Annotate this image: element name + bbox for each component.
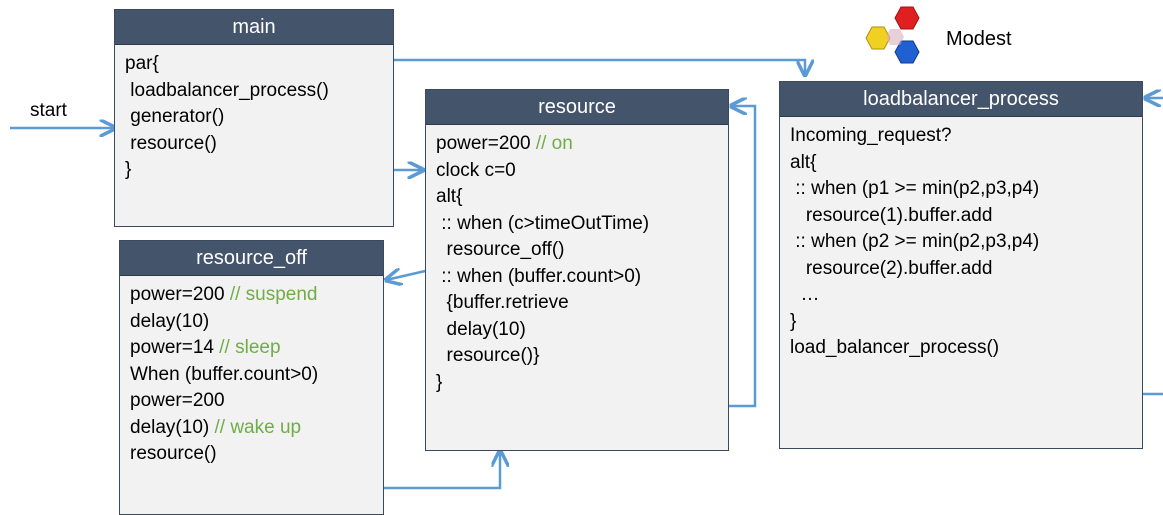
loadbalancer-process-box-title: loadbalancer_process: [780, 82, 1142, 117]
code-line: resource(): [130, 441, 373, 468]
code-line: delay(10): [436, 317, 718, 344]
code-text: Incoming_request?: [790, 125, 952, 146]
code-line: power=200: [130, 388, 373, 415]
code-text: …: [790, 284, 820, 305]
code-line: }: [436, 370, 718, 397]
code-line: Incoming_request?: [790, 123, 1132, 150]
loadbalancer-process-box: loadbalancer_process Incoming_request?al…: [779, 81, 1143, 449]
code-text: par{: [125, 53, 159, 74]
code-text: clock c=0: [436, 159, 516, 181]
code-text: {buffer.retrieve: [436, 292, 569, 313]
code-line: par{: [125, 51, 383, 78]
code-line: }: [125, 157, 383, 184]
code-line: delay(10): [130, 309, 373, 336]
code-text: :: when (p1 >= min(p2,p3,p4): [790, 178, 1040, 199]
code-line: }: [790, 309, 1132, 336]
code-line: resource(): [125, 131, 383, 158]
code-line: resource(1).buffer.add: [790, 203, 1132, 230]
code-text: alt{: [436, 186, 463, 207]
code-text: When (buffer.count>0): [130, 363, 319, 385]
code-line: …: [790, 282, 1132, 309]
code-text: delay(10): [130, 310, 210, 332]
code-comment: // sleep: [219, 337, 281, 358]
start-label: start: [30, 100, 67, 121]
code-line: loadbalancer_process(): [125, 78, 383, 105]
code-text: :: when (c>timeOutTime): [436, 212, 650, 234]
code-line: resource(2).buffer.add: [790, 256, 1132, 283]
code-text: delay(10): [436, 318, 526, 340]
code-line: generator(): [125, 104, 383, 131]
code-text: resource(): [130, 443, 217, 464]
code-text: loadbalancer_process(): [125, 79, 329, 101]
resource-off-box-title: resource_off: [120, 241, 383, 276]
code-line: alt{: [790, 150, 1132, 177]
code-line: alt{: [436, 184, 718, 211]
code-line: power=200 // suspend: [130, 282, 373, 309]
code-text: :: when (p2 >= min(p2,p3,p4): [790, 231, 1040, 252]
code-text: power=200: [130, 284, 230, 305]
code-line: power=200 // on: [436, 131, 718, 158]
code-comment: // suspend: [229, 284, 318, 305]
code-line: delay(10) // wake up: [130, 415, 373, 442]
code-text: }: [790, 310, 797, 332]
modest-logo-label: Modest: [946, 28, 1012, 50]
code-text: resource(2).buffer.add: [790, 257, 993, 279]
loadbalancer-process-box-body: Incoming_request?alt{ :: when (p1 >= min…: [780, 117, 1142, 368]
code-text: alt{: [790, 151, 817, 173]
code-line: :: when (p1 >= min(p2,p3,p4): [790, 176, 1132, 203]
code-text: }: [436, 371, 443, 393]
code-text: delay(10): [130, 416, 215, 438]
code-text: resource(1).buffer.add: [790, 204, 993, 226]
code-text: power=200: [436, 133, 536, 154]
code-line: clock c=0: [436, 158, 718, 185]
code-line: load_balancer_process(): [790, 335, 1132, 362]
code-line: resource_off(): [436, 237, 718, 264]
code-line: resource()}: [436, 343, 718, 370]
code-line: When (buffer.count>0): [130, 362, 373, 389]
code-text: resource()}: [436, 345, 540, 366]
code-comment: // wake up: [214, 416, 302, 438]
code-text: :: when (buffer.count>0): [436, 265, 642, 287]
code-line: :: when (c>timeOutTime): [436, 211, 718, 238]
code-comment: // on: [535, 133, 573, 154]
code-line: {buffer.retrieve: [436, 290, 718, 317]
code-text: resource_off(): [436, 239, 565, 260]
main-box-title: main: [115, 10, 393, 45]
main-box: main par{ loadbalancer_process() generat…: [114, 9, 394, 227]
code-line: :: when (p2 >= min(p2,p3,p4): [790, 229, 1132, 256]
resource-box-title: resource: [426, 90, 728, 125]
code-text: }: [125, 159, 132, 180]
modest-logo-icon: [865, 6, 920, 64]
code-text: generator(): [125, 106, 225, 127]
code-line: :: when (buffer.count>0): [436, 264, 718, 291]
main-box-body: par{ loadbalancer_process() generator() …: [115, 45, 393, 190]
code-text: power=200: [130, 390, 225, 411]
code-text: load_balancer_process(): [790, 337, 1000, 358]
code-line: power=14 // sleep: [130, 335, 373, 362]
code-text: resource(): [125, 132, 217, 154]
code-text: power=14: [130, 337, 220, 358]
